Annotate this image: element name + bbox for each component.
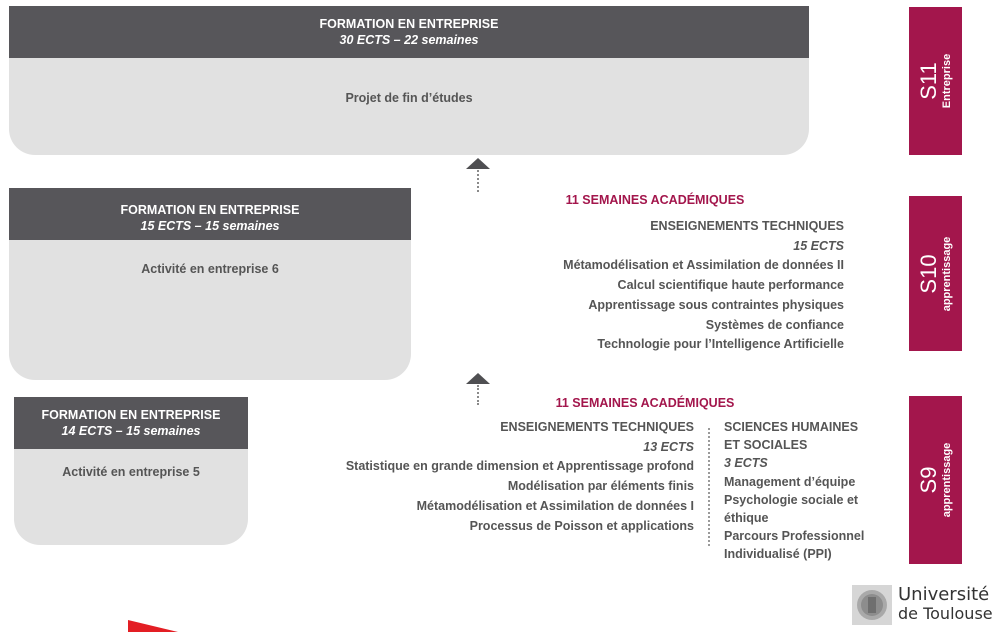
university-name: Université de Toulouse	[898, 585, 993, 623]
s11-sem-sub: Entreprise	[940, 53, 953, 109]
s10-panel-text: Activité en entreprise 6	[141, 262, 279, 276]
university-line2: de Toulouse	[898, 604, 993, 623]
s10-course: Apprentissage sous contraintes physiques	[588, 297, 844, 312]
s9-panel	[14, 449, 248, 545]
s9-course: Métamodélisation et Assimilation de donn…	[416, 498, 694, 513]
s9-sem-code: S9	[915, 466, 941, 494]
s10-panel	[9, 240, 411, 380]
s9-course: Statistique en grande dimension et Appre…	[345, 459, 694, 474]
s9-shs-item: Individualisé (PPI)	[724, 547, 832, 562]
s10-header: FORMATION EN ENTREPRISE 15 ECTS – 15 sem…	[9, 188, 411, 240]
s9-course: Processus de Poisson et applications	[469, 518, 694, 533]
up-arrow-icon	[466, 373, 490, 384]
s10-header-title: FORMATION EN ENTREPRISE	[120, 203, 300, 217]
s10-semester-tab: S10 apprentissage	[909, 196, 962, 351]
column-divider	[708, 428, 710, 546]
s10-tech-list: ENSEIGNEMENTS TECHNIQUES 15 ECTS Métamod…	[440, 217, 844, 355]
s9-header-title: FORMATION EN ENTREPRISE	[41, 408, 221, 422]
s9-shs-item: Management d’équipe	[724, 474, 856, 489]
s11-header: FORMATION EN ENTREPRISE 30 ECTS – 22 sem…	[9, 6, 809, 58]
s9-tech-list: ENSEIGNEMENTS TECHNIQUES 13 ECTS Statist…	[260, 418, 694, 536]
s9-semester-tab: S9 apprentissage	[909, 396, 962, 564]
s10-course: Calcul scientifique haute performance	[617, 278, 844, 293]
dotted-connector	[477, 385, 479, 405]
s11-header-sub: 30 ECTS – 22 semaines	[339, 33, 479, 47]
s9-shs-title: ET SOCIALES	[724, 438, 808, 453]
s9-shs-item: Psychologie sociale et	[724, 492, 859, 507]
s9-shs-title: SCIENCES HUMAINES	[724, 420, 859, 434]
s9-sem-sub: apprentissage	[940, 442, 953, 518]
s9-panel-text: Activité en entreprise 5	[62, 465, 200, 479]
s9-header: FORMATION EN ENTREPRISE 14 ECTS – 15 sem…	[14, 397, 248, 449]
s9-header-sub: 14 ECTS – 15 semaines	[61, 424, 201, 438]
s11-sem-code: S11	[915, 62, 941, 100]
s9-weeks-label: 11 SEMAINES ACADÉMIQUES	[555, 396, 735, 410]
s10-course: Métamodélisation et Assimilation de donn…	[563, 258, 844, 273]
s9-shs-item: éthique	[724, 511, 769, 526]
s11-semester-tab: S11 Entreprise	[909, 7, 962, 155]
s10-tech-ects: 15 ECTS	[793, 238, 844, 253]
up-arrow-icon	[466, 158, 490, 169]
s10-course: Systèmes de confiance	[705, 317, 844, 332]
s11-panel	[9, 58, 809, 155]
s9-shs-item: Parcours Professionnel	[724, 529, 865, 544]
s10-tech-title: ENSEIGNEMENTS TECHNIQUES	[650, 219, 844, 233]
red-accent-shape	[128, 620, 178, 632]
s10-weeks-label: 11 SEMAINES ACADÉMIQUES	[565, 193, 745, 207]
dotted-connector	[477, 170, 479, 192]
s10-course: Technologie pour l’Intelligence Artifici…	[597, 337, 844, 352]
s9-tech-title: ENSEIGNEMENTS TECHNIQUES	[500, 420, 694, 434]
s9-course: Modélisation par éléments finis	[507, 479, 694, 494]
s10-header-sub: 15 ECTS – 15 semaines	[140, 219, 280, 233]
university-line1: Université	[898, 584, 990, 605]
s10-sem-code: S10	[915, 253, 941, 294]
s11-panel-text: Projet de fin d’études	[345, 91, 473, 105]
s9-shs-list: SCIENCES HUMAINES ET SOCIALES 3 ECTS Man…	[724, 418, 899, 564]
s9-tech-ects: 13 ECTS	[643, 439, 694, 454]
s9-shs-ects: 3 ECTS	[724, 456, 768, 471]
university-seal-icon	[852, 585, 892, 625]
s10-sem-sub: apprentissage	[940, 236, 953, 311]
s11-header-title: FORMATION EN ENTREPRISE	[319, 17, 499, 31]
